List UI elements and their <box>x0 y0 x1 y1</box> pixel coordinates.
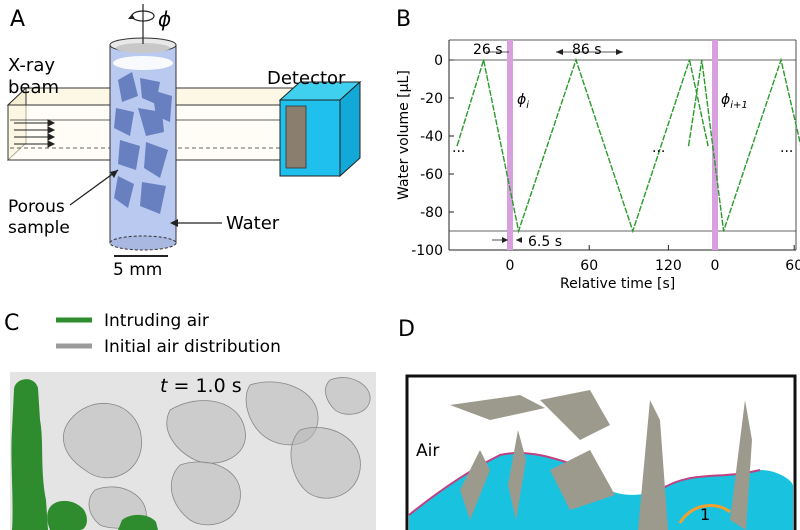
detector-label: Detector <box>267 68 346 89</box>
x-ticks: 0 60 120 0 60 <box>506 245 800 274</box>
period-long-arrow <box>556 49 623 55</box>
ellipsis-left: ... <box>452 140 465 156</box>
legend-intruding-label: Intruding air <box>104 311 209 331</box>
y-tick-label-4: -80 <box>420 205 443 221</box>
series-right-point-3 <box>780 59 782 61</box>
x-tick-label-1: 60 <box>580 258 598 274</box>
series-left-line <box>456 57 691 234</box>
panel-c-letter: C <box>4 311 19 336</box>
porous-pointer <box>69 169 119 206</box>
y-tick-label-1: -20 <box>420 91 443 107</box>
series-left-point-3 <box>575 59 577 61</box>
y-tick-label-5: -100 <box>411 243 443 259</box>
porous-label-line2: sample <box>8 218 70 238</box>
phi-i1-band <box>712 40 718 250</box>
series-left-point-0 <box>456 144 459 147</box>
porous-label-line1: Porous <box>8 197 65 217</box>
y-ticks: 0 -20 -40 -60 -80 -100 <box>411 53 454 259</box>
scale-label: 5 mm <box>113 260 162 280</box>
series-left-tail-line <box>688 59 709 146</box>
panel-d-letter: D <box>398 317 415 342</box>
x-tick-label-4: 60 <box>785 258 800 274</box>
series-left-tail-point-1 <box>707 144 709 147</box>
chart-b: 0 -20 -40 -60 -80 -100 0 60 120 0 60 <box>411 39 800 274</box>
gap-arrow <box>492 237 522 243</box>
period-long-label: 86 s <box>572 42 602 58</box>
x-tick-label-0: 0 <box>506 258 515 274</box>
water-label: Water <box>226 213 280 234</box>
detector <box>278 80 362 178</box>
xray-label-line2: beam <box>8 77 59 98</box>
pore-scale-render <box>405 374 797 530</box>
series-left-point-4 <box>631 230 634 232</box>
sample-tube <box>109 37 177 251</box>
intruding-air-render <box>11 379 158 530</box>
series-left <box>456 57 709 234</box>
air-label: Air <box>416 441 439 461</box>
ellipsis-right: ... <box>780 140 793 156</box>
y-axis-label: Water volume [μL] <box>396 70 412 200</box>
y-tick-label-3: -60 <box>420 167 443 183</box>
marker-label: 1 <box>700 505 710 524</box>
series-right-point-1 <box>701 59 703 61</box>
panel-b-letter: B <box>396 7 411 32</box>
air-volume-render <box>10 372 376 530</box>
x-tick-label-2: 120 <box>655 258 682 274</box>
time-label: t = 1.0 s <box>160 375 242 397</box>
gap-label: 6.5 s <box>528 234 562 250</box>
y-tick-label-0: 0 <box>434 53 443 69</box>
panel-a-letter: A <box>10 7 25 32</box>
porous-grains <box>114 72 172 214</box>
beam-arrows <box>14 119 56 148</box>
period-short-label: 26 s <box>473 42 503 58</box>
reference-lines <box>449 59 796 232</box>
water-pointer <box>170 219 222 227</box>
xray-label-line1: X-ray <box>8 55 55 76</box>
series-right-point-0 <box>687 144 690 147</box>
x-axis-label: Relative time [s] <box>560 276 675 292</box>
ellipsis-middle: ... <box>652 140 665 156</box>
x-tick-label-3: 0 <box>711 258 720 274</box>
phi-i-label: ϕi <box>517 92 529 111</box>
series-right <box>687 57 800 232</box>
series-left-tail-point-0 <box>688 59 691 61</box>
series-right-point-2 <box>722 230 725 232</box>
series-left-point-1 <box>482 59 485 61</box>
y-tick-label-2: -40 <box>420 129 443 145</box>
rotation-symbol: ϕ <box>158 7 171 31</box>
rotation-indicator <box>128 4 155 44</box>
phi-i1-label: ϕi+1 <box>721 92 748 111</box>
series-left-point-2 <box>517 230 520 232</box>
legend-initial-label: Initial air distribution <box>104 337 281 357</box>
phi-i-band <box>507 40 513 250</box>
